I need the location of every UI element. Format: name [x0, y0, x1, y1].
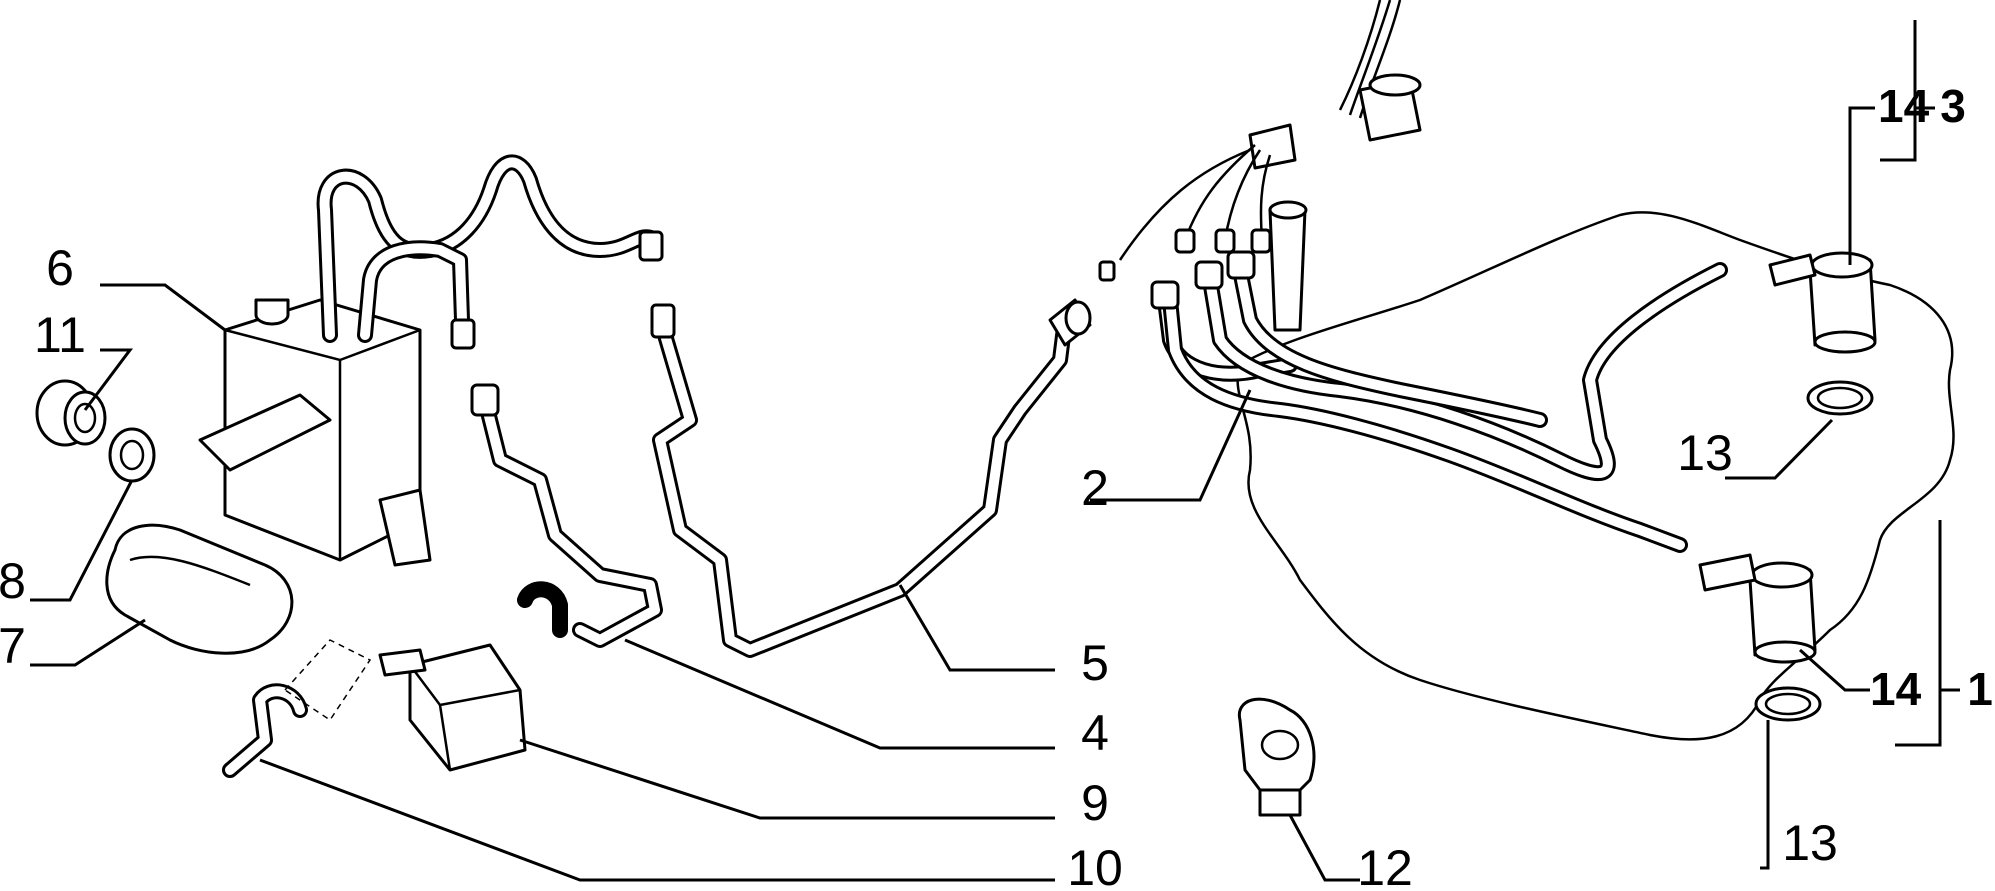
- callout-14-lower: 14: [1870, 663, 1922, 715]
- top-hose-bundle: [1098, 0, 1422, 282]
- callout-6: 6: [46, 240, 74, 296]
- carbon-canister: [198, 298, 432, 567]
- callout-14-upper: 14: [1878, 80, 1930, 132]
- washer: [108, 427, 156, 483]
- callout-8: 8: [0, 553, 26, 609]
- callout-7: 7: [0, 618, 26, 674]
- callout-12: 12: [1357, 840, 1413, 891]
- dashed-guide: [283, 639, 372, 722]
- callout-3: 3: [1940, 80, 1966, 132]
- callout-13-upper: 13: [1677, 425, 1733, 481]
- fuel-filter-lower: [1698, 553, 1817, 664]
- callout-11: 11: [34, 307, 86, 363]
- solenoid-valve: [378, 643, 527, 772]
- callout-1: 1: [1967, 663, 1993, 715]
- callout-9: 9: [1081, 775, 1109, 831]
- callout-4: 4: [1081, 705, 1109, 761]
- vent-hose: [222, 683, 308, 778]
- canister-hoses: [316, 154, 1092, 658]
- callout-10: 10: [1067, 840, 1123, 891]
- seal-ring-lower-inner: [1764, 692, 1812, 716]
- fuel-tank-outline: [1236, 211, 1955, 741]
- fuel-filter-upper: [1768, 251, 1877, 354]
- pipe-clip: [1237, 697, 1316, 817]
- callout-2: 2: [1081, 460, 1109, 516]
- fuel-lines: [1150, 250, 1728, 553]
- leader-lines: [30, 20, 1960, 882]
- canister-cover: [105, 523, 294, 655]
- callout-5: 5: [1081, 635, 1109, 691]
- seal-ring-upper-inner: [1816, 386, 1864, 410]
- filler-neck: [1268, 200, 1308, 332]
- callout-13-lower: 13: [1782, 815, 1838, 871]
- grommet: [35, 379, 107, 447]
